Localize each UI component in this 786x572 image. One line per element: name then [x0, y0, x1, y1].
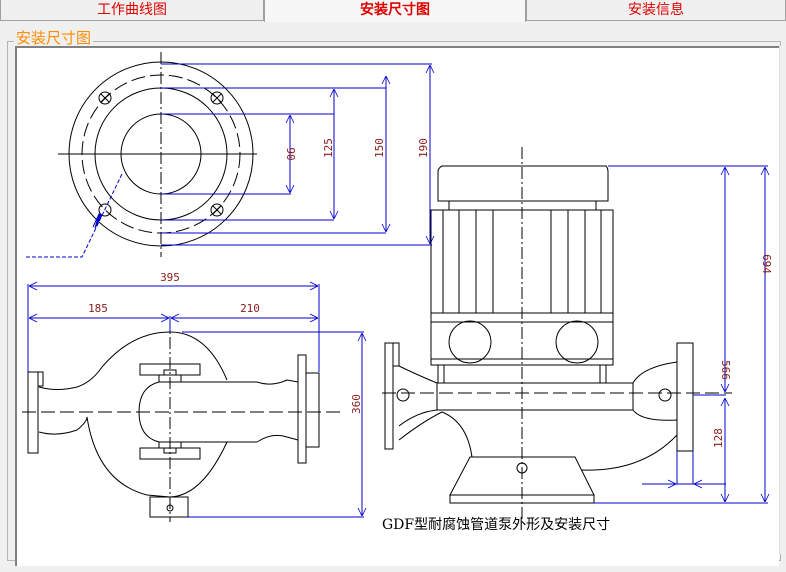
base-block — [149, 496, 189, 518]
elevation-dimensions — [594, 165, 768, 504]
inlet-flange-face — [37, 371, 44, 387]
elevation-view — [382, 147, 732, 522]
tab-installation-dimensions[interactable]: 安装尺寸图 — [264, 0, 526, 22]
tab-label: 安装信息 — [628, 2, 684, 18]
motor-cooling-fins — [442, 210, 602, 313]
drawing-svg: 90 125 150 190 — [22, 52, 773, 522]
dim-text-128: 128 — [712, 428, 725, 448]
volute-outline-bottom — [38, 416, 299, 498]
elev-inlet-hole — [396, 388, 410, 402]
dim-text-125: 125 — [322, 138, 335, 158]
dim-text-566: 566 — [719, 360, 732, 380]
drawing-caption: GDF型耐腐蚀管道泵外形及安装尺寸 — [382, 517, 611, 533]
bolt-hole-icon — [210, 91, 224, 105]
plan-view — [22, 317, 340, 522]
dim-text-395: 395 — [160, 271, 180, 284]
elev-outlet-hole — [658, 388, 672, 402]
bolt-hole-leader — [26, 173, 123, 258]
tab-bar: 工作曲线图 安装尺寸图 安装信息 — [0, 0, 786, 22]
dim-text-90: 90 — [284, 147, 297, 160]
bolt-hole-icon — [210, 203, 224, 217]
groupbox-title: 安装尺寸图 — [14, 29, 94, 47]
elev-inlet-flange-face — [392, 342, 400, 367]
dim-text-150: 150 — [373, 138, 386, 158]
bolt-hole-icon — [98, 91, 112, 105]
bolt-hole-icon — [98, 203, 112, 217]
tab-label: 工作曲线图 — [97, 2, 167, 18]
dim-text-210: 210 — [240, 302, 260, 315]
dim-text-694: 694 — [760, 254, 773, 274]
flange-dimensions — [26, 63, 432, 258]
outlet-flange — [297, 354, 307, 464]
dim-text-185: 185 — [88, 302, 108, 315]
right-edge-strip — [779, 46, 786, 554]
dim-text-360: 360 — [350, 394, 363, 414]
elev-outlet-flange — [676, 342, 694, 452]
tab-performance-curve[interactable]: 工作曲线图 — [0, 0, 264, 21]
flange-view — [58, 52, 257, 257]
drawing-canvas: 90 125 150 190 — [15, 46, 779, 566]
volute-outline-top — [38, 331, 299, 390]
elev-inlet-flange — [384, 342, 394, 450]
dim-text-190: 190 — [417, 138, 430, 158]
plan-dimensions — [27, 284, 364, 518]
tab-label: 安装尺寸图 — [360, 2, 430, 18]
lifting-eye-right — [555, 320, 599, 364]
tab-installation-info[interactable]: 安装信息 — [526, 0, 786, 21]
pump-shaft-housing — [436, 382, 634, 411]
motor-fan-cover — [437, 165, 609, 202]
outlet-flange-face — [305, 372, 320, 448]
lifting-eye-left — [448, 320, 492, 364]
